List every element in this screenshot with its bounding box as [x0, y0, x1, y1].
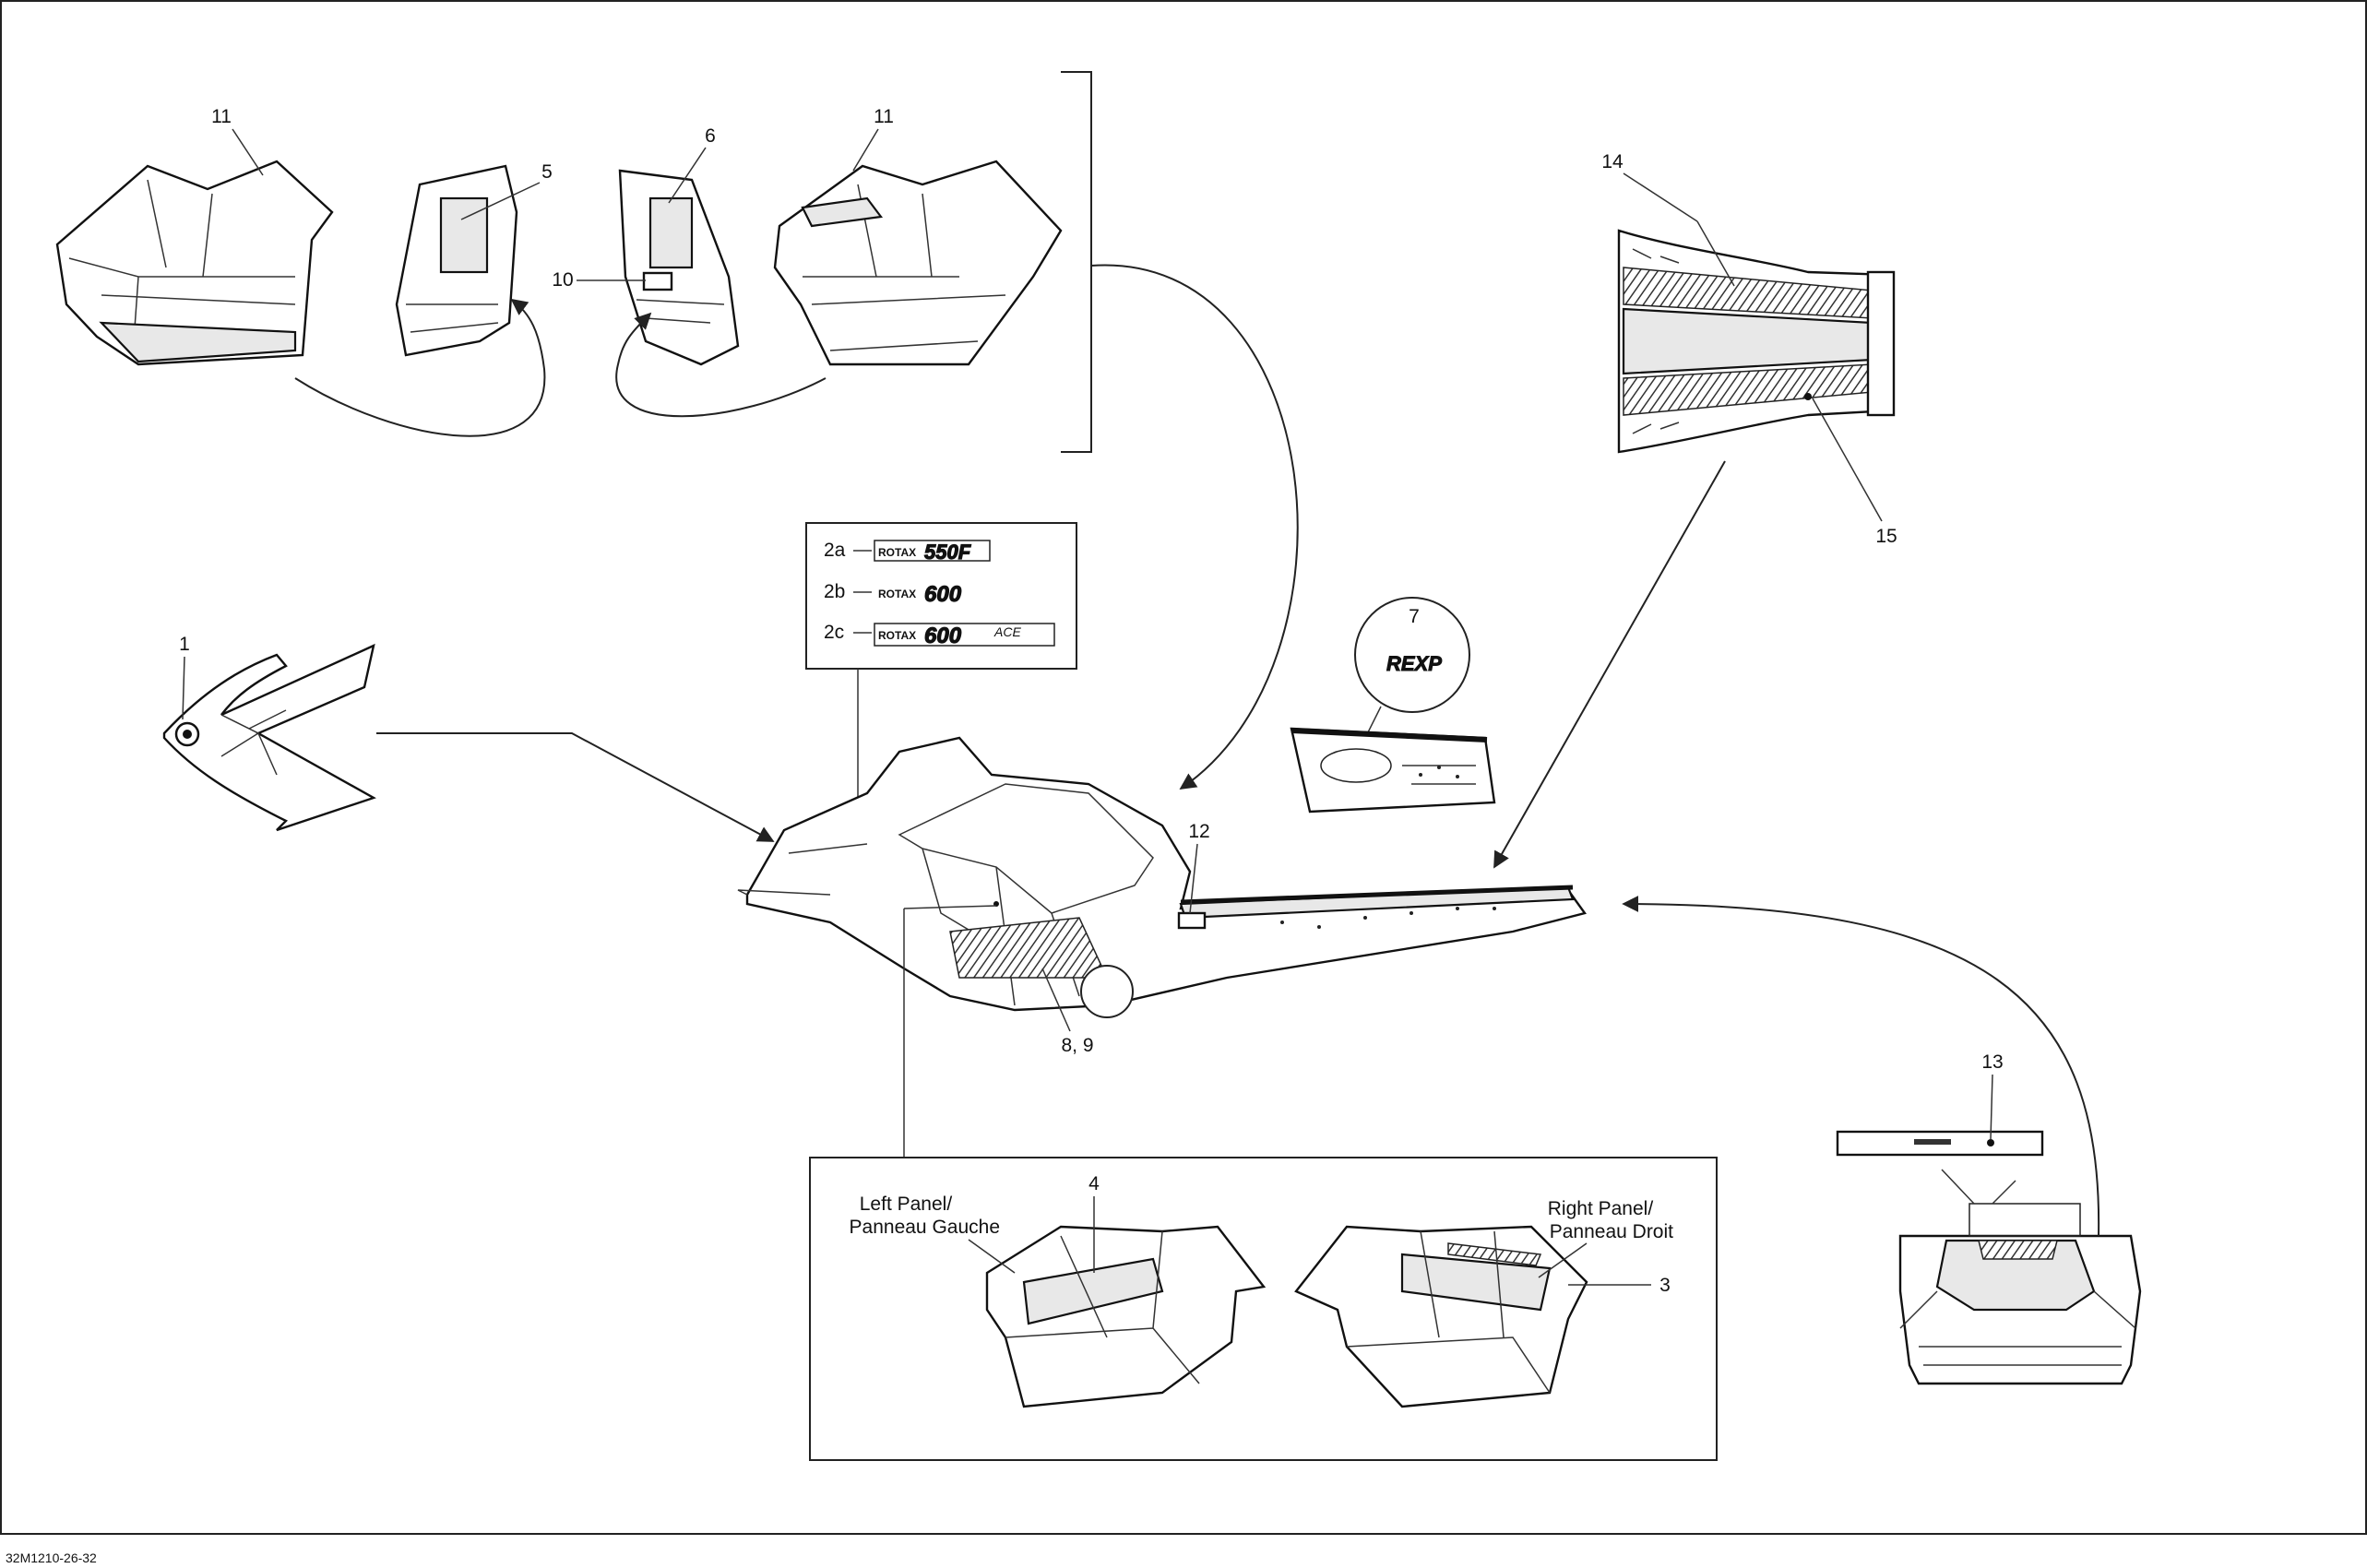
left-side-panel-outer	[55, 160, 334, 366]
decal-2b: 2b ROTAX 600	[824, 581, 962, 608]
svg-text:600: 600	[924, 582, 962, 607]
right-inner-panel	[618, 169, 740, 366]
right-side-panel-outer	[773, 160, 1063, 366]
hood-top-decals	[1617, 229, 1896, 454]
svg-text:REXP: REXP	[1386, 652, 1442, 675]
decal-7-badge: 7 REXP	[1290, 597, 1496, 814]
svg-text:ACE: ACE	[993, 624, 1021, 639]
left-panel-decal	[985, 1225, 1267, 1408]
decal-2a: 2a ROTAX 550F	[824, 540, 991, 564]
svg-text:2a: 2a	[824, 540, 846, 561]
rear-bumper	[1898, 1203, 2142, 1385]
callout-1: 1	[179, 634, 190, 655]
right-panel-decal	[1294, 1225, 1588, 1408]
left-inner-panel	[395, 164, 518, 357]
left-panel-label: Left Panel/ Panneau Gauche	[850, 1194, 1000, 1238]
svg-text:ROTAX: ROTAX	[878, 629, 916, 642]
callout-11a: 11	[211, 106, 232, 127]
svg-text:550F: 550F	[924, 540, 971, 564]
callout-5: 5	[541, 161, 553, 183]
callout-13: 13	[1981, 1051, 2003, 1073]
callout-14: 14	[1601, 151, 1624, 172]
snowmobile-main-view	[737, 736, 1588, 1018]
footer-figure-code: 32M1210-26-32	[6, 1550, 97, 1565]
callout-8-9: 8, 9	[1061, 1035, 1093, 1056]
svg-text:600: 600	[924, 624, 962, 648]
callout-12: 12	[1188, 821, 1209, 842]
hood-nose-decal	[162, 643, 376, 832]
svg-text:ROTAX: ROTAX	[878, 588, 916, 600]
decal-13-strip	[1836, 1130, 2044, 1157]
callout-6: 6	[705, 125, 716, 147]
callout-4: 4	[1088, 1173, 1100, 1194]
decal-2c: 2c ROTAX 600 ACE	[824, 622, 1055, 649]
diagram-frame	[0, 0, 2367, 1535]
right-panel-label: Right Panel/ Panneau Droit	[1548, 1198, 1673, 1242]
engine-decal-box	[805, 522, 1077, 670]
callout-3: 3	[1659, 1275, 1671, 1296]
callout-11b: 11	[874, 106, 894, 127]
callout-15: 15	[1875, 526, 1897, 547]
svg-text:2c: 2c	[824, 622, 844, 643]
callout-10: 10	[552, 269, 573, 291]
svg-text:2b: 2b	[824, 581, 845, 602]
svg-text:ROTAX: ROTAX	[878, 546, 916, 559]
side-panels-box	[809, 1157, 1718, 1461]
svg-text:7: 7	[1409, 606, 1420, 627]
